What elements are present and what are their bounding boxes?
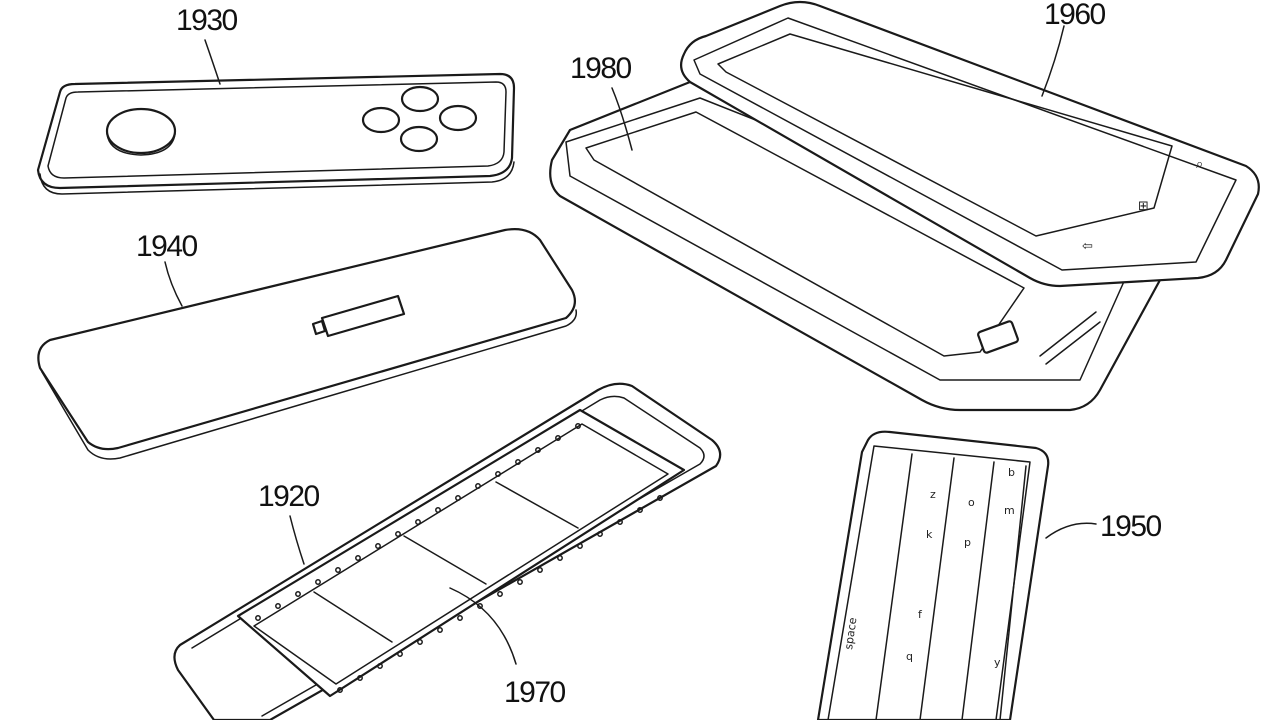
key-b: b [1008,466,1015,479]
back-icon: ⇦ [1082,239,1093,254]
label-1940: 1940 [136,230,198,263]
key-y: y [994,656,1001,669]
dock-button [977,320,1019,354]
phone-screen [717,33,1173,237]
button-top [400,85,440,113]
button-left [361,106,401,134]
label-1970: 1970 [504,676,566,709]
key-k: k [926,528,933,541]
key-z: z [930,488,936,501]
label-1930: 1930 [176,4,238,37]
film-perforations [255,423,663,693]
phone-1960: ⇦ ⊞ ⌕ [679,0,1260,288]
label-1950: 1950 [1100,510,1162,543]
joystick [105,107,177,155]
key-m: m [1004,504,1015,517]
game-controller-accessory [36,39,516,195]
keyboard-accessory: space b m o p z k f y q [816,430,1097,720]
home-icon: ⊞ [1138,199,1149,214]
search-icon: ⌕ [1196,157,1203,172]
film-tray-accessory [173,382,722,720]
label-1920: 1920 [258,480,320,513]
key-q: q [906,650,913,663]
button-bottom [399,125,439,153]
key-f: f [918,608,923,621]
film-strip [236,408,686,698]
key-o: o [968,496,975,509]
label-1960: 1960 [1044,0,1106,31]
button-right [438,104,478,132]
space-key: space [842,616,859,650]
label-1980: 1980 [570,52,632,85]
battery-pack-accessory [37,228,578,460]
battery-icon [320,294,406,338]
phone-dock-accessory [549,79,1163,412]
key-p: p [964,536,971,549]
